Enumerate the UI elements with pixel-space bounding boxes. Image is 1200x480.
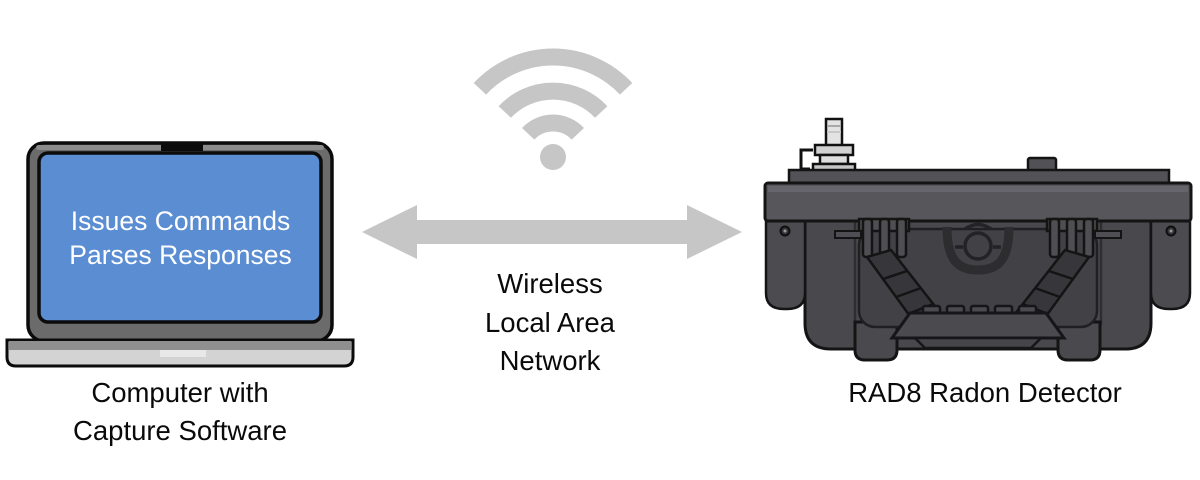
laptop-screen-text: Issues Commands Parses Responses <box>39 205 322 272</box>
case-rim <box>763 181 1193 223</box>
computer-label-line1: Computer with <box>91 377 269 408</box>
laptop-illustration <box>5 141 355 368</box>
case-left-bumper <box>764 215 807 311</box>
wifi-icon <box>473 48 633 170</box>
case-screws <box>779 225 1177 237</box>
radon-detector-illustration <box>763 117 1193 362</box>
bidirectional-arrow-icon <box>362 205 742 259</box>
computer-label-line2: Capture Software <box>73 415 287 446</box>
network-label-line2: Local Area <box>485 306 615 338</box>
network-label: Wireless Local Area Network <box>430 265 670 381</box>
laptop-screen <box>37 151 323 324</box>
handle-grip <box>889 304 1067 350</box>
detector-label-line1: RAD8 Radon Detector <box>848 377 1122 408</box>
network-label-line3: Network <box>499 345 601 376</box>
case-right-foot <box>1056 320 1102 362</box>
wifi-arc-middle <box>498 82 608 119</box>
laptop-display <box>26 141 334 343</box>
computer-label: Computer with Capture Software <box>20 374 340 450</box>
wifi-arc-outer <box>473 48 633 95</box>
logo-emblem <box>955 222 1001 261</box>
handle-arch <box>942 226 1014 275</box>
wifi-dot <box>540 144 566 170</box>
case-left-foot <box>853 320 899 362</box>
network-label-line1: Wireless <box>497 268 603 299</box>
screen-text-line2: Parses Responses <box>69 239 292 270</box>
laptop-camera-notch <box>161 142 203 151</box>
wifi-arc-inner <box>522 114 584 140</box>
laptop-touchpad-notch <box>160 350 206 357</box>
laptop-base <box>5 338 355 368</box>
screen-text-line1: Issues Commands <box>70 206 291 236</box>
detector-label: RAD8 Radon Detector <box>785 374 1185 412</box>
case-right-bumper <box>1149 215 1192 311</box>
